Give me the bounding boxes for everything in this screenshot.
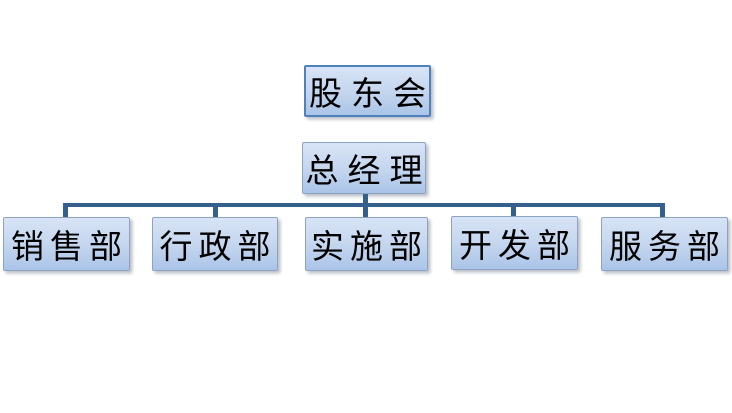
org-box-implementation-dept[interactable]: 实施部 [305,217,428,271]
connector-drop-dev [511,203,516,217]
org-box-admin-dept[interactable]: 行政部 [152,217,278,271]
connector-horizontal-bus [63,203,665,207]
connector-drop-service [660,203,665,217]
org-box-service-dept[interactable]: 服务部 [601,217,728,271]
org-box-sales-dept[interactable]: 销售部 [3,217,130,271]
org-box-development-dept[interactable]: 开发部 [451,216,578,270]
connector-drop-sales [63,203,68,217]
org-box-shareholders[interactable]: 股东会 [304,65,431,117]
connector-drop-admin [213,203,218,217]
org-box-general-manager[interactable]: 总经理 [302,142,426,194]
